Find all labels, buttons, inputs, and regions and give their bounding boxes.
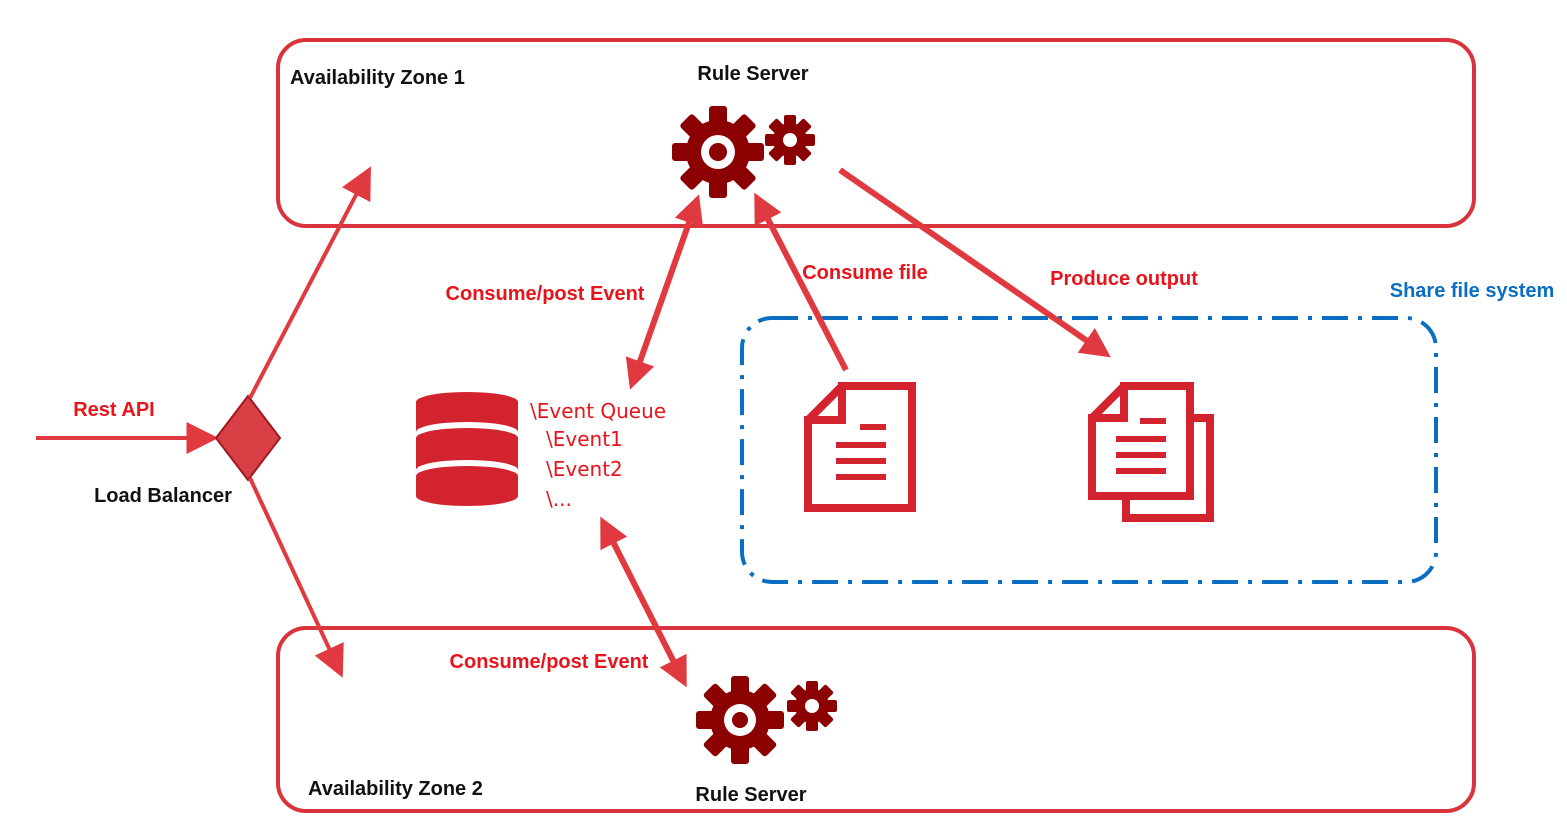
produce-output-label: Produce output <box>1050 268 1198 290</box>
event-queue-item: \Event2 <box>546 457 623 481</box>
documents-icon <box>1088 382 1214 522</box>
rest-api-label: Rest API <box>73 399 155 421</box>
event-queue-title: \Event Queue <box>530 399 666 423</box>
zone-2-label: Availability Zone 2 <box>308 778 483 800</box>
consume-post-event-arrow-bottom <box>600 516 687 688</box>
gear-icon <box>765 115 815 165</box>
consume-post-event-label-bottom: Consume/post Event <box>450 651 649 673</box>
lb-to-zone2-arrow <box>248 477 344 678</box>
share-file-system-label: Share file system <box>1390 280 1555 302</box>
zone-1-label: Availability Zone 1 <box>290 67 465 89</box>
consume-post-event-arrow-top <box>625 194 704 390</box>
availability-zone-1-box <box>276 38 1476 228</box>
event-queue-item: \Event1 <box>546 427 623 451</box>
consume-file-arrow <box>754 192 849 372</box>
share-file-system-box <box>740 316 1438 584</box>
rule-server-2-label: Rule Server <box>695 784 806 806</box>
consume-file-label: Consume file <box>802 262 928 284</box>
lb-to-zone1-arrow <box>248 166 371 399</box>
produce-output-arrow <box>838 167 1111 358</box>
gear-icon <box>787 681 837 731</box>
availability-zone-2-box <box>276 626 1476 813</box>
gear-icon <box>672 106 764 198</box>
rule-server-1-label: Rule Server <box>697 63 808 85</box>
diamond-icon <box>214 394 282 482</box>
document-icon <box>804 382 916 512</box>
load-balancer-label: Load Balancer <box>94 485 232 507</box>
gear-icon <box>696 676 784 764</box>
database-icon <box>416 392 518 506</box>
consume-post-event-label-top: Consume/post Event <box>446 283 645 305</box>
event-queue-item: \... <box>546 487 572 511</box>
